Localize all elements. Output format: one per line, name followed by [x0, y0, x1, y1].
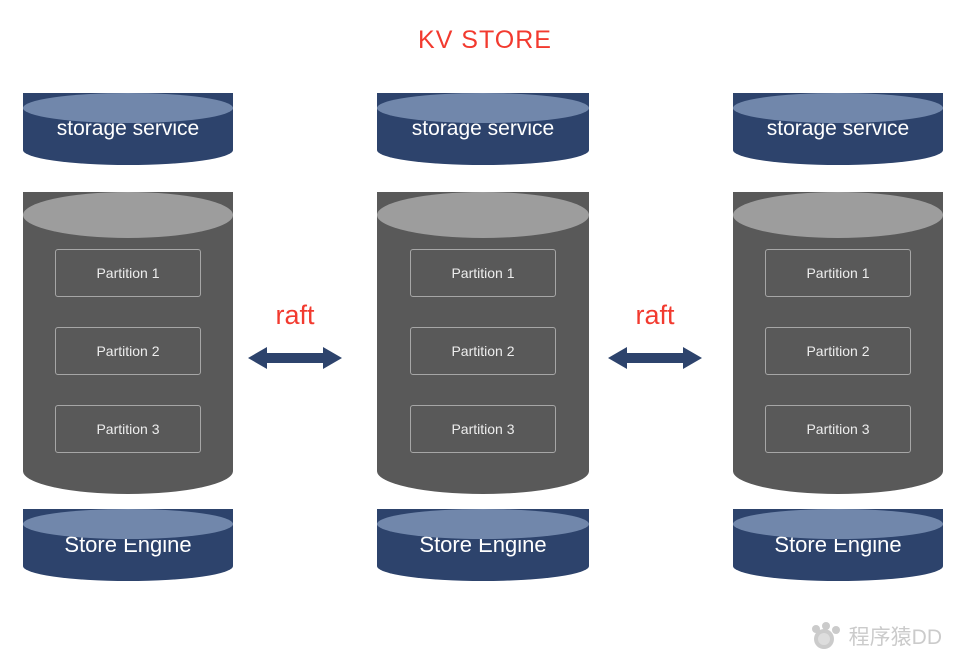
- double-arrow-icon: [248, 347, 342, 369]
- cylinder-top-ellipse: [377, 509, 589, 539]
- watermark-logo-icon: [811, 622, 840, 649]
- watermark: 程序猿DD: [811, 621, 942, 651]
- partition-box: Partition 2: [410, 327, 556, 375]
- storage-service-cylinder: storage service: [377, 93, 589, 165]
- partition-store-cylinder: Partition 1 Partition 2 Partition 3: [733, 192, 943, 494]
- cylinder-top-ellipse: [733, 93, 943, 123]
- storage-service-label: storage service: [766, 117, 910, 140]
- node-3: storage service Partition 1 Partition 2 …: [733, 78, 943, 581]
- raft-link-2: raft: [608, 300, 702, 376]
- partition-box: Partition 2: [55, 327, 201, 375]
- node-2: storage service Partition 1 Partition 2 …: [377, 78, 589, 581]
- cylinder-top-ellipse: [23, 192, 233, 238]
- double-arrow-icon: [608, 347, 702, 369]
- raft-label: raft: [635, 300, 675, 330]
- diagram-title: KV STORE: [418, 26, 552, 54]
- partition-box: Partition 3: [765, 405, 911, 453]
- partition-box: Partition 1: [765, 249, 911, 297]
- store-engine-cylinder: Store Engine: [23, 509, 233, 581]
- partition-box: Partition 3: [410, 405, 556, 453]
- store-engine-cylinder: Store Engine: [733, 509, 943, 581]
- cylinder-top-ellipse: [733, 509, 943, 539]
- node-1: storage service Partition 1 Partition 2 …: [23, 78, 233, 581]
- cylinder-top-ellipse: [23, 93, 233, 123]
- partition-box: Partition 3: [55, 405, 201, 453]
- partition-store-cylinder: Partition 1 Partition 2 Partition 3: [377, 192, 589, 494]
- partition-box: Partition 1: [55, 249, 201, 297]
- storage-service-label: storage service: [411, 117, 555, 140]
- partition-store-cylinder: Partition 1 Partition 2 Partition 3: [23, 192, 233, 494]
- cylinder-top-ellipse: [377, 93, 589, 123]
- partition-box: Partition 2: [765, 327, 911, 375]
- cylinder-top-ellipse: [733, 192, 943, 238]
- cylinder-top-ellipse: [23, 509, 233, 539]
- partition-box: Partition 1: [410, 249, 556, 297]
- cylinder-top-ellipse: [377, 192, 589, 238]
- storage-service-cylinder: storage service: [23, 93, 233, 165]
- storage-service-cylinder: storage service: [733, 93, 943, 165]
- watermark-text: 程序猿DD: [848, 626, 942, 649]
- storage-service-label: storage service: [56, 117, 200, 140]
- raft-label: raft: [275, 300, 315, 330]
- store-engine-cylinder: Store Engine: [377, 509, 589, 581]
- raft-link-1: raft: [248, 300, 342, 376]
